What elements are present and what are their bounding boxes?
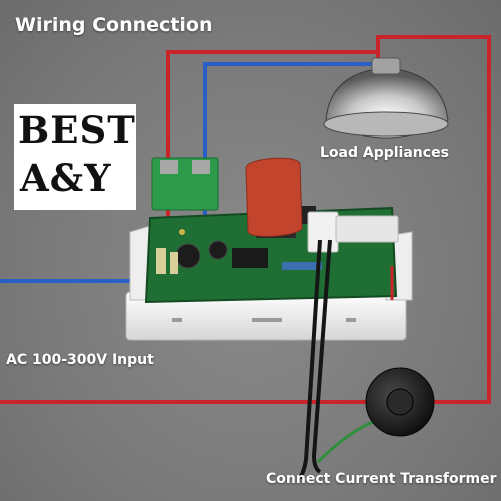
lamp-base — [371, 57, 401, 75]
ct-wire-black-1 — [298, 239, 322, 480]
brand-logo-line-2: A&Y — [20, 156, 112, 200]
ct-wire-green — [316, 418, 379, 464]
diagram-title: Wiring Connection — [15, 14, 213, 36]
brand-logo-line-1: BEST — [18, 108, 136, 152]
ct-connector — [307, 211, 339, 253]
capacitor — [245, 157, 303, 237]
load-appliances-label: Load Appliances — [320, 145, 449, 161]
ct-wire-black-2 — [311, 239, 332, 474]
ac-input-label: AC 100-300V Input — [6, 352, 154, 368]
current-transformer-label: Connect Current Transformer — [266, 471, 497, 487]
brand-logo: BEST A&Y — [14, 104, 136, 210]
